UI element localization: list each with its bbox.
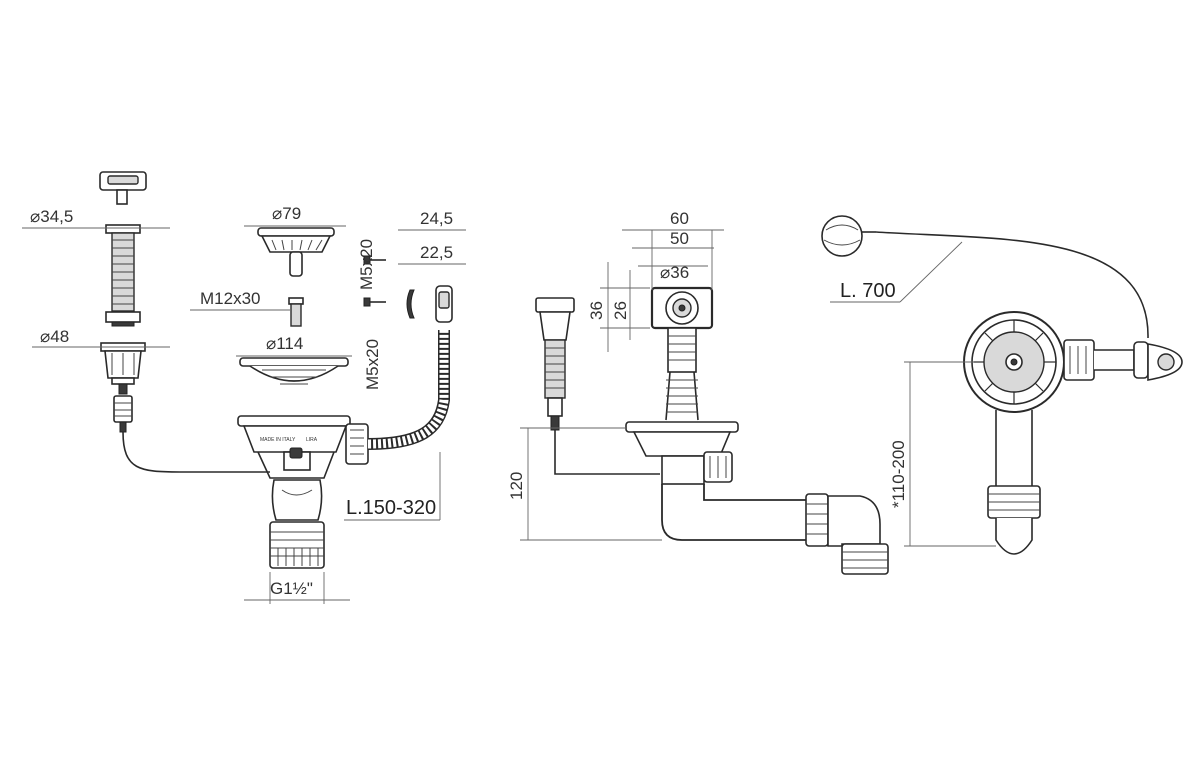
thread-label: G1½"	[270, 579, 313, 598]
basket-diameter-label: ⌀79	[272, 204, 301, 223]
remote-cap-part	[99, 171, 147, 205]
strainer-plug-part	[105, 224, 141, 327]
screw-m12-part	[288, 297, 304, 327]
adjustable-height-label: *110-200	[889, 440, 908, 508]
made-in-italy-marking: MADE IN ITALY	[260, 437, 296, 443]
round-strainer-body	[963, 311, 1183, 413]
right-top-view-assembly: L. 700	[821, 215, 1183, 555]
flange-diameter-label: ⌀114	[266, 334, 303, 353]
left-dimension-lines	[22, 225, 466, 604]
basket-strainer-part	[257, 227, 335, 277]
screw-part-b	[363, 297, 386, 307]
middle-drain-body	[625, 421, 889, 575]
outlet-height-label: 120	[507, 472, 526, 500]
middle-assembled-drain: 60 50 ⌀36 36 26 120	[507, 209, 889, 575]
overflow-width-outer-label: 24,5	[420, 209, 453, 228]
left-exploded-assembly: MADE IN ITALY LIRA	[22, 171, 466, 604]
screw-m5-label-a: M5x20	[357, 239, 376, 290]
drain-body-part: MADE IN ITALY LIRA	[237, 415, 369, 569]
right-dimension-lines	[904, 361, 996, 547]
actuator-cable	[122, 431, 270, 473]
tail-pipe-part	[987, 410, 1041, 555]
overflow-hole-diameter-label: ⌀36	[660, 263, 689, 282]
knob-ball-part	[821, 215, 876, 257]
middle-cable	[554, 430, 660, 475]
strainer-plug-diameter-label: ⌀34,5	[30, 207, 73, 226]
screw-m12-label: M12x30	[200, 289, 260, 308]
overflow-box-part	[650, 286, 714, 421]
overflow-box-height-outer-label: 36	[587, 301, 606, 320]
overflow-cover-part	[406, 289, 415, 319]
hose-length-label: L.150-320	[346, 497, 436, 519]
overflow-box-width-outer-label: 60	[670, 209, 689, 228]
overflow-width-inner-label: 22,5	[420, 243, 453, 262]
overflow-box-height-inner-label: 26	[611, 301, 630, 320]
cable-leader-line	[830, 241, 963, 303]
overflow-box-width-inner-label: 50	[670, 229, 689, 248]
screw-part-a	[363, 255, 386, 265]
overflow-hose-part	[367, 285, 453, 450]
remote-knob-part	[535, 297, 575, 431]
right-cable	[875, 231, 1149, 339]
strainer-cup-diameter-label: ⌀48	[40, 327, 69, 346]
flange-part	[239, 357, 349, 385]
cable-length-label: L. 700	[840, 280, 896, 302]
brand-marking: LIRA	[306, 437, 318, 443]
middle-dimension-lines	[520, 229, 724, 541]
strainer-cup-part	[100, 342, 146, 395]
cable-connector-part	[113, 395, 133, 433]
screw-m5-label-b: M5x20	[363, 339, 382, 390]
